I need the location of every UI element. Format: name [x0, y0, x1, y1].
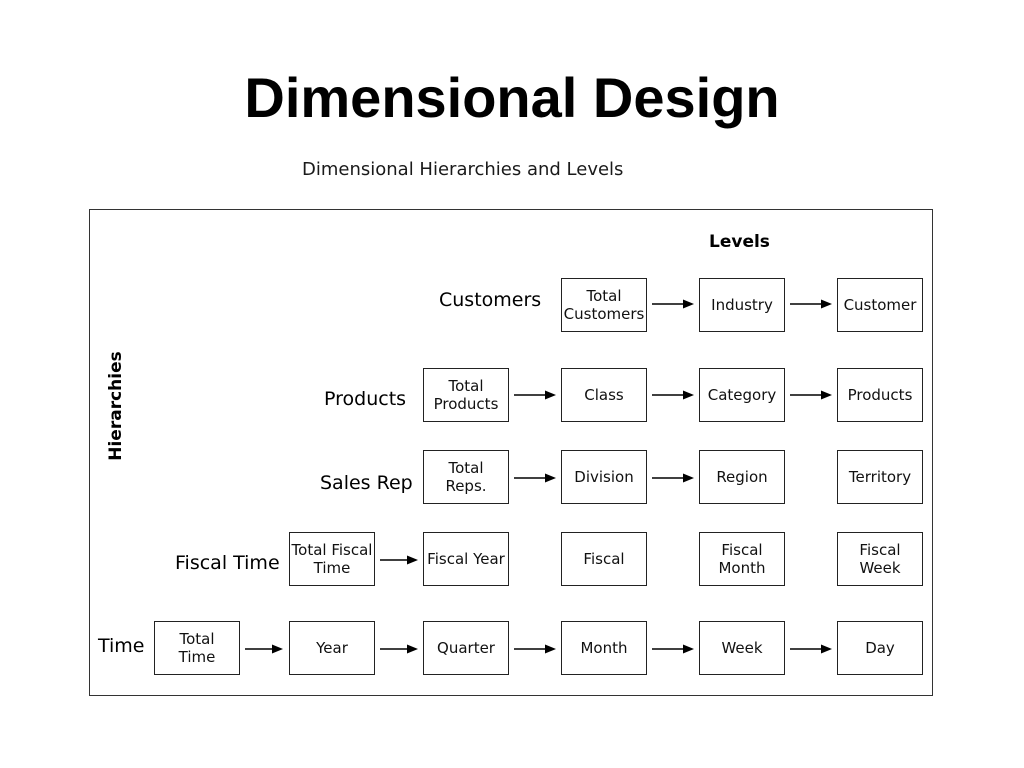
- arrow-right-icon: [790, 390, 832, 400]
- level-week: Week: [699, 621, 785, 675]
- row-label-sales-rep: Sales Rep: [320, 472, 413, 494]
- level-region: Region: [699, 450, 785, 504]
- arrow-right-icon: [380, 644, 418, 654]
- row-label-fiscal-time: Fiscal Time: [175, 552, 280, 574]
- level-total-customers: Total Customers: [561, 278, 647, 332]
- level-division: Division: [561, 450, 647, 504]
- level-total-products: Total Products: [423, 368, 509, 422]
- slide-title: Dimensional Design: [244, 66, 780, 129]
- arrow-right-icon: [514, 390, 556, 400]
- arrow-right-icon: [652, 644, 694, 654]
- arrow-right-icon: [380, 555, 418, 565]
- level-fiscal-year: Fiscal Year: [423, 532, 509, 586]
- row-label-customers: Customers: [439, 289, 542, 311]
- hierarchies-axis-title: Hierarchies: [106, 351, 126, 461]
- arrow-right-icon: [790, 644, 832, 654]
- level-total-reps: Total Reps.: [423, 450, 509, 504]
- arrow-right-icon: [652, 390, 694, 400]
- level-total-fiscal-time: Total Fiscal Time: [289, 532, 375, 586]
- diagram-frame: [89, 209, 933, 696]
- level-fiscal-week: Fiscal Week: [837, 532, 923, 586]
- level-fiscal: Fiscal: [561, 532, 647, 586]
- diagram-caption: Dimensional Hierarchies and Levels: [302, 159, 624, 180]
- level-customer: Customer: [837, 278, 923, 332]
- levels-axis-title: Levels: [709, 232, 770, 252]
- level-products: Products: [837, 368, 923, 422]
- level-industry: Industry: [699, 278, 785, 332]
- arrow-right-icon: [514, 644, 556, 654]
- level-total-time: Total Time: [154, 621, 240, 675]
- level-quarter: Quarter: [423, 621, 509, 675]
- arrow-right-icon: [514, 473, 556, 483]
- level-territory: Territory: [837, 450, 923, 504]
- level-fiscal-month: Fiscal Month: [699, 532, 785, 586]
- row-label-time: Time: [98, 635, 145, 657]
- row-label-products: Products: [324, 388, 407, 410]
- arrow-right-icon: [652, 473, 694, 483]
- level-class: Class: [561, 368, 647, 422]
- arrow-right-icon: [245, 644, 283, 654]
- arrow-right-icon: [790, 299, 832, 309]
- level-day: Day: [837, 621, 923, 675]
- level-year: Year: [289, 621, 375, 675]
- level-month: Month: [561, 621, 647, 675]
- arrow-right-icon: [652, 299, 694, 309]
- level-category: Category: [699, 368, 785, 422]
